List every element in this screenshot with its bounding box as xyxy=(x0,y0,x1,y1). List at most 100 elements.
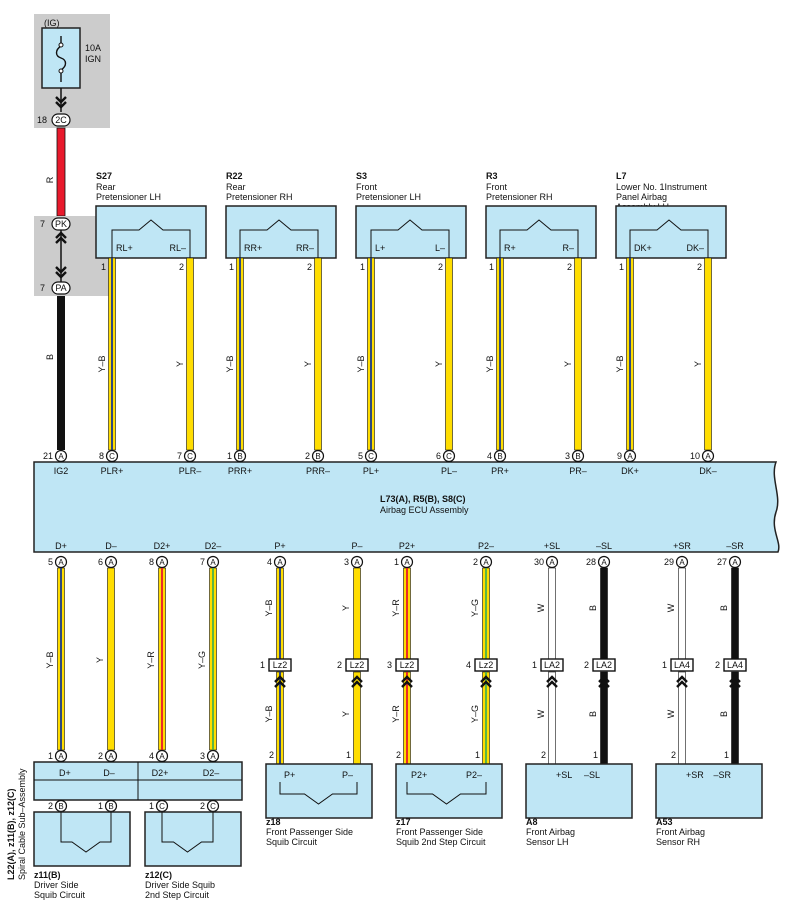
spiral-top-pin-1-number: 2 xyxy=(98,751,103,761)
spiral-top-pin-1: A2 xyxy=(98,749,118,763)
component-line1: Rear xyxy=(226,182,246,192)
ecu-bottom-terminal-label: D– xyxy=(105,541,117,551)
wire-upper-8 xyxy=(548,567,556,661)
terminal-plus: R+ xyxy=(504,243,516,253)
spiral-wire-2 xyxy=(158,567,166,751)
inline-connector-pin: 3 xyxy=(387,660,392,670)
wire-upper-label-7: Y–G xyxy=(470,599,480,617)
component-code: R3 xyxy=(486,171,498,181)
wire-upper-9 xyxy=(600,567,608,661)
wire-upper-7 xyxy=(482,567,490,661)
ecu-bottom-pin-3: A7 xyxy=(200,555,220,569)
fuse-pin: 18 xyxy=(37,115,47,125)
spiral-bottom-pin-2: C1 xyxy=(149,799,169,813)
spiral-top-pin-3-number: 3 xyxy=(200,751,205,761)
ecu-bottom-pin-5-letter: A xyxy=(354,558,360,567)
ecu-bottom-pin-11-letter: A xyxy=(732,558,738,567)
pin-2: 2 xyxy=(697,262,702,272)
ecu-top-terminal-label: PL– xyxy=(441,466,457,476)
inline-connector-box xyxy=(670,658,694,672)
pin-plus: 2 xyxy=(541,750,546,760)
ecu-top-pin-plplus: C5 xyxy=(358,449,378,463)
wire-minus-label: Y xyxy=(303,361,313,367)
ecu-box xyxy=(33,461,780,553)
component-line2: Sensor RH xyxy=(656,837,700,847)
spiral-bottom-pin-1-number: 1 xyxy=(98,801,103,811)
junction-pk-pin: 7 xyxy=(40,219,45,229)
ecu-top-pin-prminus-letter: B xyxy=(575,452,580,461)
ecu-bottom-pin-0-letter: A xyxy=(58,558,64,567)
pretensioner-squib-icon xyxy=(111,219,191,258)
component-line1: Front xyxy=(486,182,508,192)
wire-minus-label: Y xyxy=(175,361,185,367)
inline-connector-box xyxy=(592,658,616,672)
ecu-top-pin-prminus-number: 3 xyxy=(565,451,570,461)
component-box xyxy=(655,763,763,819)
ecu-top-pin-plrminus-letter: C xyxy=(187,452,193,461)
terminal-minus: –SR xyxy=(713,770,731,780)
ecu-top-pin-plminus-letter: C xyxy=(446,452,452,461)
ecu-bottom-pin-9-number: 28 xyxy=(586,557,596,567)
wire-lower-label-5: Y xyxy=(341,711,351,717)
component-line2: Panel Airbag xyxy=(616,192,667,202)
component-line2: Pretensioner LH xyxy=(356,192,421,202)
inline-connector-name: Lz2 xyxy=(273,660,288,670)
ecu-top-pin-dkminus-letter: A xyxy=(705,452,711,461)
ecu-bottom-pin-5: A3 xyxy=(344,555,364,569)
ecu-bottom-pin-6: A1 xyxy=(394,555,414,569)
spiral-bottom-pin-3: C2 xyxy=(200,799,220,813)
spiral-bottom-pin-3-number: 2 xyxy=(200,801,205,811)
ecu-bottom-pin-1-number: 6 xyxy=(98,557,103,567)
fuse-ig-label: (IG) xyxy=(44,18,60,28)
spiral-bottom-pin-1: B1 xyxy=(98,799,118,813)
ecu-top-pins: A21IG2C8PLR+C7PLR–B1PRR+B2PRR–C5PL+C6PL–… xyxy=(43,449,717,476)
black-wire-label: B xyxy=(45,354,55,360)
junction-pa-label: PA xyxy=(55,283,66,293)
component-line1: Rear xyxy=(96,182,116,192)
ecu-top-pin-plrminus: C7 xyxy=(177,449,197,463)
ecu-top-pin-dkplus-number: 9 xyxy=(617,451,622,461)
inline-connector-box xyxy=(723,658,747,672)
terminal-minus: P– xyxy=(342,770,353,780)
inline-connector-pin: 4 xyxy=(466,660,471,670)
inline-connector-box xyxy=(395,658,419,672)
wire-minus xyxy=(704,257,712,451)
red-wire xyxy=(56,127,66,217)
black-wire xyxy=(57,296,65,450)
wire-minus-label: Y xyxy=(693,361,703,367)
spiral-terminal-3: D2– xyxy=(203,768,220,778)
ecu-top-pin-plrminus-number: 7 xyxy=(177,451,182,461)
spiral-wire-label-3: Y–G xyxy=(197,651,207,669)
component-box xyxy=(395,763,503,819)
component-line1: Front Passenger Side xyxy=(266,827,353,837)
ecu-top-pin-plplus-letter: C xyxy=(368,452,374,461)
spiral-bottom-pin-1-letter: B xyxy=(108,802,113,811)
ecu-bottom-pin-5-number: 3 xyxy=(344,557,349,567)
junction-pa-pin: 7 xyxy=(40,283,45,293)
ecu-top-pin-plrplus-letter: C xyxy=(109,452,115,461)
ecu-bottom-pin-8-letter: A xyxy=(549,558,555,567)
pretensioner-squib-icon xyxy=(629,219,709,258)
ecu-bottom-pin-4-letter: A xyxy=(277,558,283,567)
inline-connector-pin: 2 xyxy=(584,660,589,670)
ecu-top-pin-dkminus: A10 xyxy=(690,449,715,463)
terminal-minus: RL– xyxy=(169,243,186,253)
inline-connector-name: LA4 xyxy=(674,660,690,670)
ecu-bottom-pin-0-number: 5 xyxy=(48,557,53,567)
component-code: R22 xyxy=(226,171,243,181)
squib-circuit-icon xyxy=(279,782,358,805)
terminal-plus: RL+ xyxy=(116,243,133,253)
ecu-bottom-terminal-label: P2– xyxy=(478,541,494,551)
spiral-wire-label-2: Y–R xyxy=(146,651,156,669)
component-line2: Squib Circuit xyxy=(34,890,86,900)
wire-lower-label-4: Y–B xyxy=(264,705,274,722)
wire-lower-label-7: Y–G xyxy=(470,705,480,723)
spiral-terminal-2: D2+ xyxy=(152,768,169,778)
component-box xyxy=(95,205,207,259)
wire-minus-label: Y xyxy=(563,361,573,367)
